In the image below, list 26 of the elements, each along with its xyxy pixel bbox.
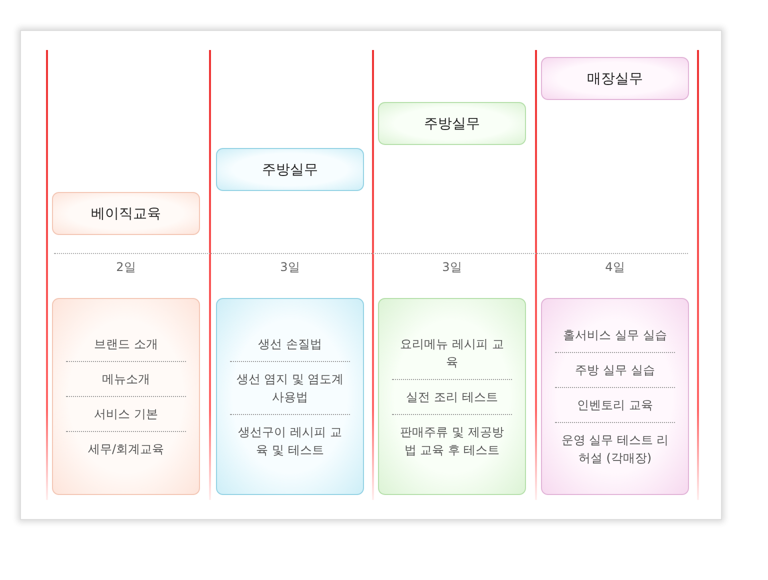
stage-box: 주방실무 <box>216 148 364 191</box>
duration-label: 3일 <box>279 259 301 276</box>
task-text: 세무/회계교육 <box>86 441 166 458</box>
task-text: 메뉴소개 <box>101 371 151 388</box>
task-text: 운영 실무 테스트 리허설 (각매장) <box>560 432 670 467</box>
task-text: 실전 조리 테스트 <box>405 388 499 406</box>
task-card <box>52 298 200 495</box>
stage-box: 베이직교육 <box>52 192 200 235</box>
duration-label: 3일 <box>441 259 463 276</box>
task-card <box>541 298 689 495</box>
task-text: 서비스 기본 <box>93 406 159 423</box>
task-card <box>378 298 526 495</box>
task-text: 요리메뉴 레시피 교육 <box>399 336 505 370</box>
task-text: 판매주류 및 제공방법 교육 후 테스트 <box>399 424 505 458</box>
task-text: 생선구이 레시피 교육 및 테스트 <box>237 424 343 458</box>
task-text: 생선 손질법 <box>257 336 323 352</box>
task-text: 인벤토리 교육 <box>576 397 654 414</box>
stage-box: 주방실무 <box>378 102 526 145</box>
duration-label: 4일 <box>604 259 626 276</box>
task-card <box>216 298 364 495</box>
stage-box: 매장실무 <box>541 57 689 100</box>
task-text: 홀서비스 실무 실습 <box>562 327 668 344</box>
task-text: 브랜드 소개 <box>93 336 159 353</box>
task-text: 생선 염지 및 염도계 사용법 <box>235 370 345 406</box>
duration-label: 2일 <box>115 259 137 276</box>
task-text: 주방 실무 실습 <box>574 362 656 379</box>
